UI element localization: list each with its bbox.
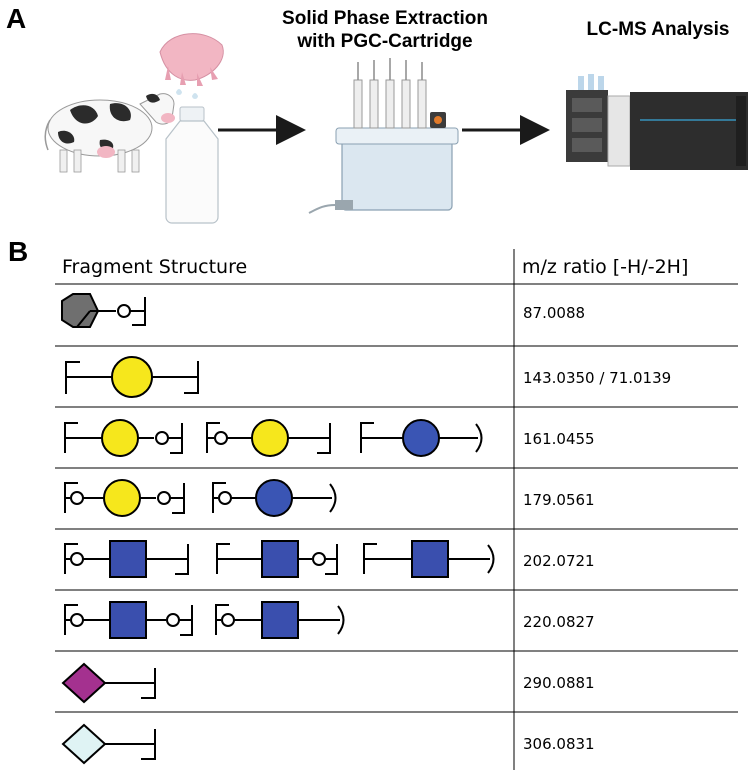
lcms-title: LC-MS Analysis [586, 19, 730, 40]
mz-value-row-1: 87.0088 [523, 304, 586, 322]
mz-value-row-8: 306.0831 [523, 735, 595, 753]
table-grid [55, 249, 738, 770]
fragment-row-1 [61, 293, 146, 328]
fragment-row-8 [61, 723, 156, 765]
fragment-row-2 [65, 356, 199, 398]
mz-value-row-3: 161.0455 [523, 430, 595, 448]
milk-bottle-icon [165, 106, 219, 224]
mz-ratio-header: m/z ratio [-H/-2H] [522, 256, 689, 278]
fragment-row-5 [64, 540, 495, 578]
galactose-circle-icon [101, 419, 139, 457]
spe-manifold-icon [308, 58, 459, 214]
spe-title-line2: with PGC-Cartridge [297, 31, 473, 52]
spe-title-line1: Solid Phase Extraction [282, 8, 488, 29]
panel-a-label: A [6, 3, 27, 34]
fragment-row-7 [61, 662, 156, 704]
cow-icon [44, 93, 175, 173]
mz-value-row-4: 179.0561 [523, 491, 595, 509]
galactose-circle-icon [111, 356, 153, 398]
spe-title: Solid Phase Extraction with PGC-Cartridg… [255, 7, 515, 53]
fragment-structure-header: Fragment Structure [62, 256, 248, 278]
fragment-row-6 [64, 601, 345, 639]
mz-value-row-6: 220.0827 [523, 613, 595, 631]
galactose-circle-icon [103, 479, 141, 517]
neu5ac-diamond-icon [61, 662, 107, 704]
mz-value-row-2: 143.0350 / 71.0139 [523, 369, 672, 387]
glcnac-square-icon [109, 601, 147, 639]
mz-value-row-7: 290.0881 [523, 674, 595, 692]
neu5gc-diamond-icon [61, 723, 107, 765]
hexose-hexagon-icon [61, 293, 100, 328]
fragment-row-3 [64, 419, 483, 457]
glucose-circle-icon [255, 479, 293, 517]
glcnac-square-icon [261, 601, 299, 639]
glcnac-square-icon [109, 540, 147, 578]
glcnac-square-icon [261, 540, 299, 578]
galactose-circle-icon [251, 419, 289, 457]
panel-b-label: B [8, 236, 29, 267]
glucose-circle-icon [402, 419, 440, 457]
lcms-instrument-icon [566, 74, 748, 170]
udder-icon [159, 33, 224, 99]
mz-value-row-5: 202.0721 [523, 552, 595, 570]
fragment-row-4 [64, 479, 337, 517]
glcnac-square-icon [411, 540, 449, 578]
